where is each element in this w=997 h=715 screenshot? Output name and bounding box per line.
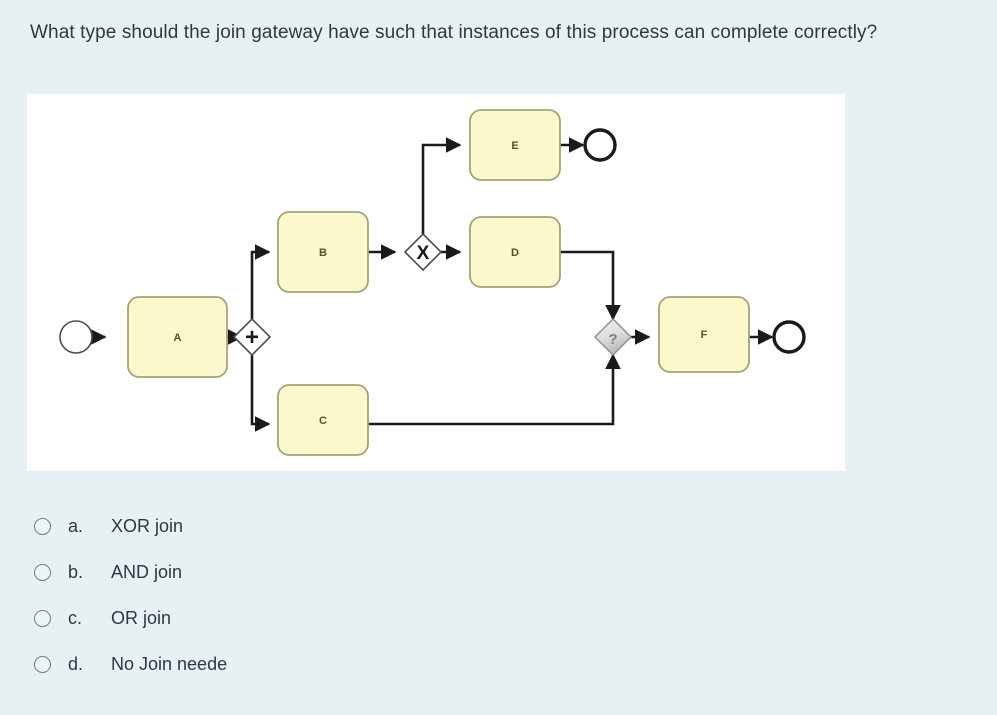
radio-option-d[interactable] bbox=[34, 655, 51, 673]
flow-and-to-b bbox=[250, 244, 271, 319]
parallel-split-gateway: + bbox=[232, 317, 272, 357]
option-d-label[interactable]: No Join neede bbox=[111, 653, 228, 674]
option-b-label[interactable]: AND join bbox=[111, 561, 183, 582]
exclusive-gateway-label: X bbox=[417, 243, 430, 264]
flow-d-to-join bbox=[560, 250, 621, 321]
task-b-label: B bbox=[319, 247, 327, 259]
join-gateway-unknown: ? bbox=[594, 318, 632, 356]
option-a-label[interactable]: XOR join bbox=[111, 515, 184, 536]
start-event bbox=[59, 320, 93, 354]
join-gateway-label: ? bbox=[608, 331, 617, 348]
task-d-label: D bbox=[511, 247, 519, 259]
task-c: C bbox=[277, 384, 369, 456]
option-a-letter: a. bbox=[68, 515, 84, 536]
task-e-label: E bbox=[511, 140, 518, 152]
option-row-c[interactable]: c. OR join bbox=[34, 595, 634, 641]
flow-c-to-join bbox=[368, 353, 621, 426]
end-event-after-e bbox=[583, 128, 617, 162]
option-row-b[interactable]: b. AND join bbox=[34, 549, 634, 595]
task-a-label: A bbox=[174, 332, 182, 344]
option-b-letter: b. bbox=[68, 561, 84, 582]
question-text: What type should the join gateway have s… bbox=[30, 22, 878, 43]
exclusive-split-gateway: X bbox=[403, 232, 443, 272]
answer-options-list: a. XOR join b. AND join c. OR join d. No… bbox=[34, 503, 634, 687]
bpmn-diagram-panel: A + B C X E D bbox=[27, 94, 845, 471]
option-c-letter: c. bbox=[68, 607, 83, 628]
end-event-after-f bbox=[772, 320, 806, 354]
sequence-flows bbox=[90, 137, 774, 432]
option-row-d[interactable]: d. No Join neede bbox=[34, 641, 634, 687]
option-c-label[interactable]: OR join bbox=[111, 607, 172, 628]
task-e: E bbox=[469, 109, 561, 181]
radio-option-c[interactable] bbox=[34, 609, 51, 627]
task-d: D bbox=[469, 216, 561, 288]
task-b: B bbox=[277, 211, 369, 293]
bpmn-diagram-svg: A + B C X E D bbox=[59, 109, 806, 456]
flow-xor-to-e bbox=[421, 137, 462, 234]
option-row-a[interactable]: a. XOR join bbox=[34, 503, 634, 549]
task-c-label: C bbox=[319, 415, 327, 427]
flow-and-to-c bbox=[250, 355, 271, 432]
task-a: A bbox=[127, 296, 228, 378]
option-d-letter: d. bbox=[68, 653, 84, 674]
radio-option-a[interactable] bbox=[34, 517, 51, 535]
task-f-label: F bbox=[701, 329, 708, 341]
radio-option-b[interactable] bbox=[34, 563, 51, 581]
parallel-gateway-label: + bbox=[245, 324, 259, 351]
task-f: F bbox=[658, 296, 750, 373]
